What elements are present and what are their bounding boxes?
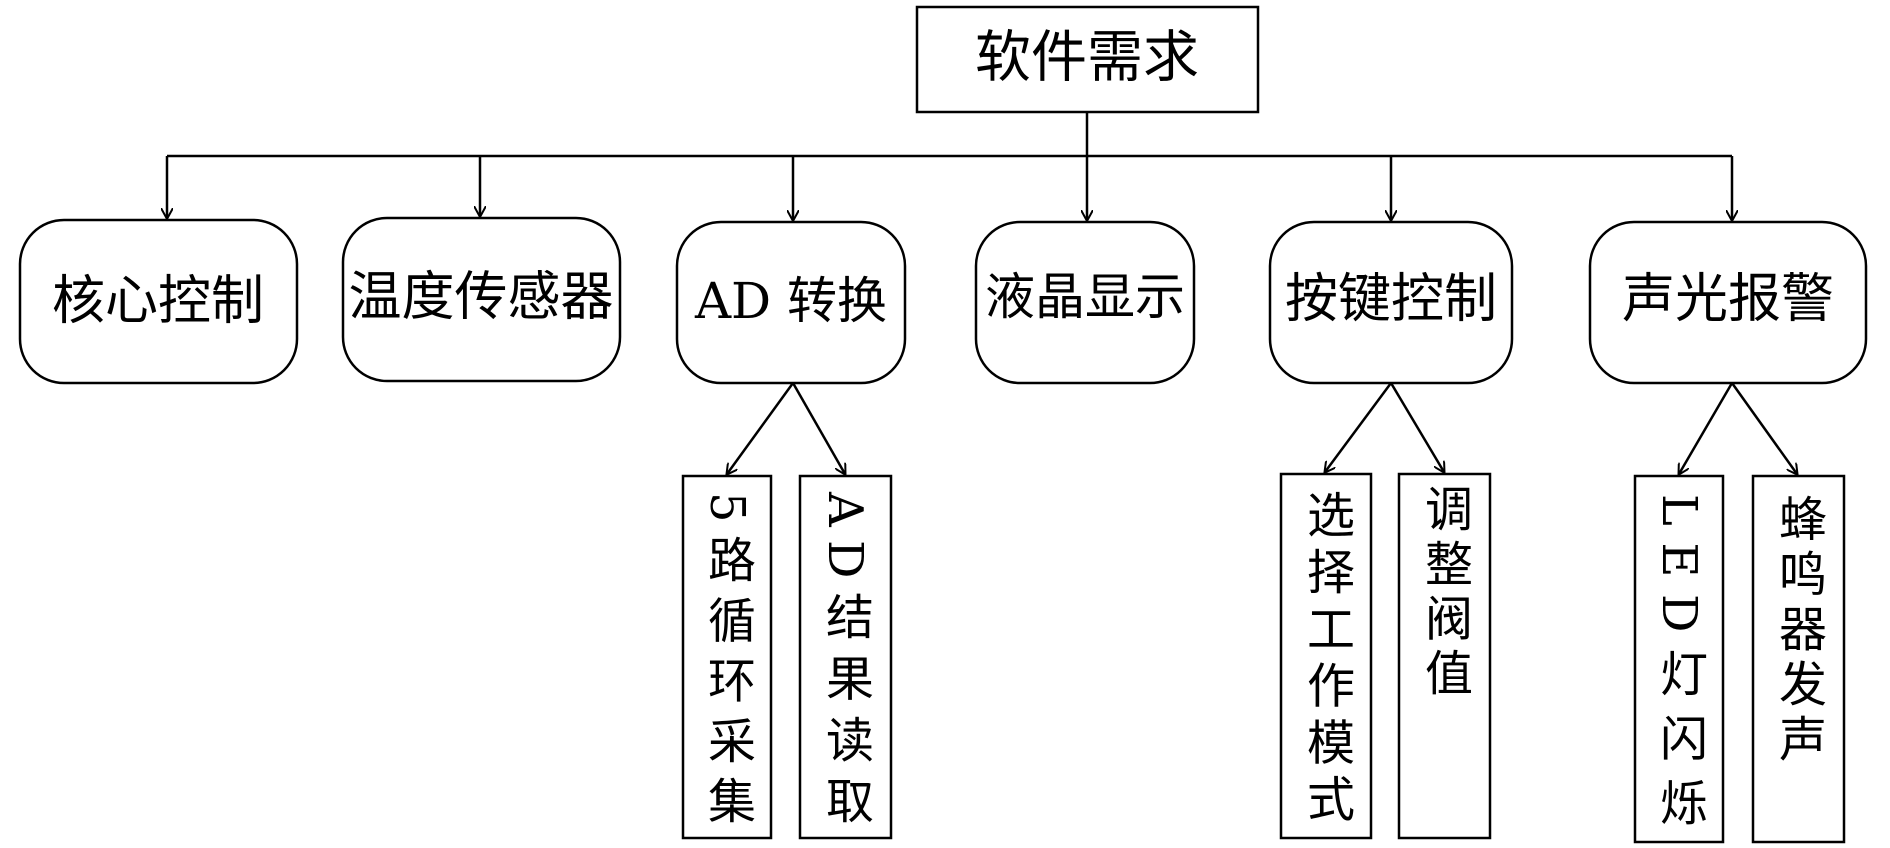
module-label-alarm: 声光报警 xyxy=(1622,269,1834,330)
root-label: 软件需求 xyxy=(975,26,1199,91)
sub-node-select-work-mode: 选择工作模式 xyxy=(1279,472,1373,840)
module-node-lcd-display: 液晶显示 xyxy=(974,220,1196,385)
connectors xyxy=(167,112,1797,474)
sub-node-buzzer-sound: 蜂鸣器发声 xyxy=(1751,474,1846,844)
module-label-core-control: 核心控制 xyxy=(52,271,264,332)
sub-node-led-blink: LED灯闪烁 xyxy=(1633,474,1725,844)
module-node-key-control: 按键控制 xyxy=(1268,220,1514,385)
sub-node-ad-result-reading: AD结果读取 xyxy=(798,474,893,840)
module-node-core-control: 核心控制 xyxy=(18,218,299,385)
module-label-lcd-display: 液晶显示 xyxy=(985,268,1185,326)
module-node-temperature-sensor: 温度传感器 xyxy=(341,216,622,383)
root-node: 软件需求 xyxy=(915,5,1260,114)
sub-label-buzzer-sound: 蜂鸣器发声 xyxy=(1770,494,1826,762)
module-label-temperature-sensor: 温度传感器 xyxy=(349,267,614,328)
sub-node-5-channel-cyclic-acquisition: 5路循环采集 xyxy=(681,474,773,840)
module-node-ad-conversion: AD 转换 xyxy=(675,220,907,385)
sub-node-adjust-threshold: 调整阀值 xyxy=(1397,472,1492,840)
module-node-alarm: 声光报警 xyxy=(1588,220,1868,385)
module-label-ad-conversion: AD 转换 xyxy=(694,272,887,330)
module-label-key-control: 按键控制 xyxy=(1285,269,1497,330)
